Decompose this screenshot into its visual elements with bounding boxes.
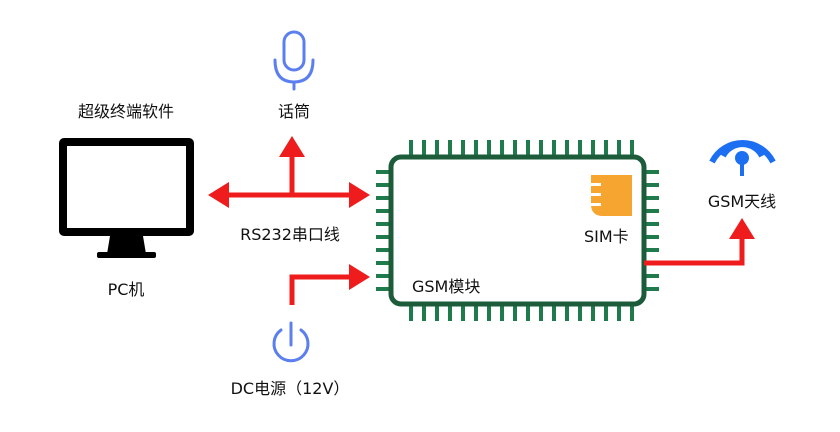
gsm-module-chip <box>376 140 659 321</box>
pc-software-label: 超级终端软件 <box>77 102 175 121</box>
chip-pin <box>435 140 439 158</box>
chip-pin <box>526 303 530 321</box>
chip-pin <box>552 140 556 158</box>
chip-pin <box>422 303 426 321</box>
arrow-head-left <box>208 182 229 208</box>
chip-pin <box>487 303 491 321</box>
chip-pin <box>630 303 634 321</box>
chip-pin <box>422 140 426 158</box>
arrow-head-up <box>279 136 305 157</box>
chip-pins <box>376 140 659 321</box>
chip-pin <box>376 235 392 239</box>
antenna-icon <box>709 140 776 176</box>
chip-pin <box>565 140 569 158</box>
chip-pin <box>643 248 659 252</box>
chip-pin <box>448 140 452 158</box>
chip-pin <box>578 140 582 158</box>
power-label: DC电源（12V） <box>230 379 350 398</box>
chip-pin <box>643 222 659 226</box>
chip-pin <box>409 303 413 321</box>
chip-pin <box>376 209 392 213</box>
chip-pin <box>513 140 517 158</box>
chip-pin <box>376 274 392 278</box>
chip-pin <box>376 196 392 200</box>
mic-label: 话筒 <box>277 102 311 121</box>
power-icon <box>272 321 310 363</box>
chip-pin <box>539 140 543 158</box>
chip-pin <box>474 140 478 158</box>
chip-pin <box>643 274 659 278</box>
module-label: GSM模块 <box>412 277 481 296</box>
chip-pin <box>604 140 608 158</box>
chip-pin <box>500 140 504 158</box>
chip-pin <box>539 303 543 321</box>
chip-pin <box>643 196 659 200</box>
chip-pin <box>526 140 530 158</box>
sim-label: SIM卡 <box>584 227 629 246</box>
antenna-arrow <box>644 232 745 266</box>
chip-pin <box>604 303 608 321</box>
chip-pin <box>376 170 392 174</box>
chip-pin <box>500 303 504 321</box>
chip-pin <box>461 140 465 158</box>
chip-pin <box>376 183 392 187</box>
chip-pin <box>461 303 465 321</box>
chip-pin <box>474 303 478 321</box>
power-arrow <box>289 274 356 305</box>
chip-pin <box>643 235 659 239</box>
chip-pin <box>617 303 621 321</box>
chip-pin <box>487 140 491 158</box>
antenna-label: GSM天线 <box>707 192 777 211</box>
arrow-head-right <box>349 182 370 208</box>
serial-label: RS232串口线 <box>240 225 340 244</box>
chip-pin <box>591 140 595 158</box>
chip-pin <box>591 303 595 321</box>
serial-arrows <box>222 150 356 198</box>
chip-pin <box>448 303 452 321</box>
chip-pin <box>376 248 392 252</box>
chip-pin <box>643 183 659 187</box>
chip-pin <box>643 287 659 291</box>
pc-label: PC机 <box>107 280 145 299</box>
chip-pin <box>376 287 392 291</box>
chip-pin <box>435 303 439 321</box>
chip-pin <box>552 303 556 321</box>
microphone-icon <box>273 30 315 91</box>
chip-pin <box>409 140 413 158</box>
chip-pin <box>376 222 392 226</box>
chip-pin <box>565 303 569 321</box>
chip-pin <box>643 209 659 213</box>
chip-pin <box>643 170 659 174</box>
chip-pin <box>630 140 634 158</box>
antenna-arrow-head <box>729 218 755 239</box>
chip-pin <box>617 140 621 158</box>
monitor-icon <box>59 138 194 258</box>
power-arrow-head <box>349 264 370 290</box>
chip-pin <box>513 303 517 321</box>
sim-card-icon <box>591 175 632 216</box>
chip-pin <box>578 303 582 321</box>
chip-pin <box>376 261 392 265</box>
